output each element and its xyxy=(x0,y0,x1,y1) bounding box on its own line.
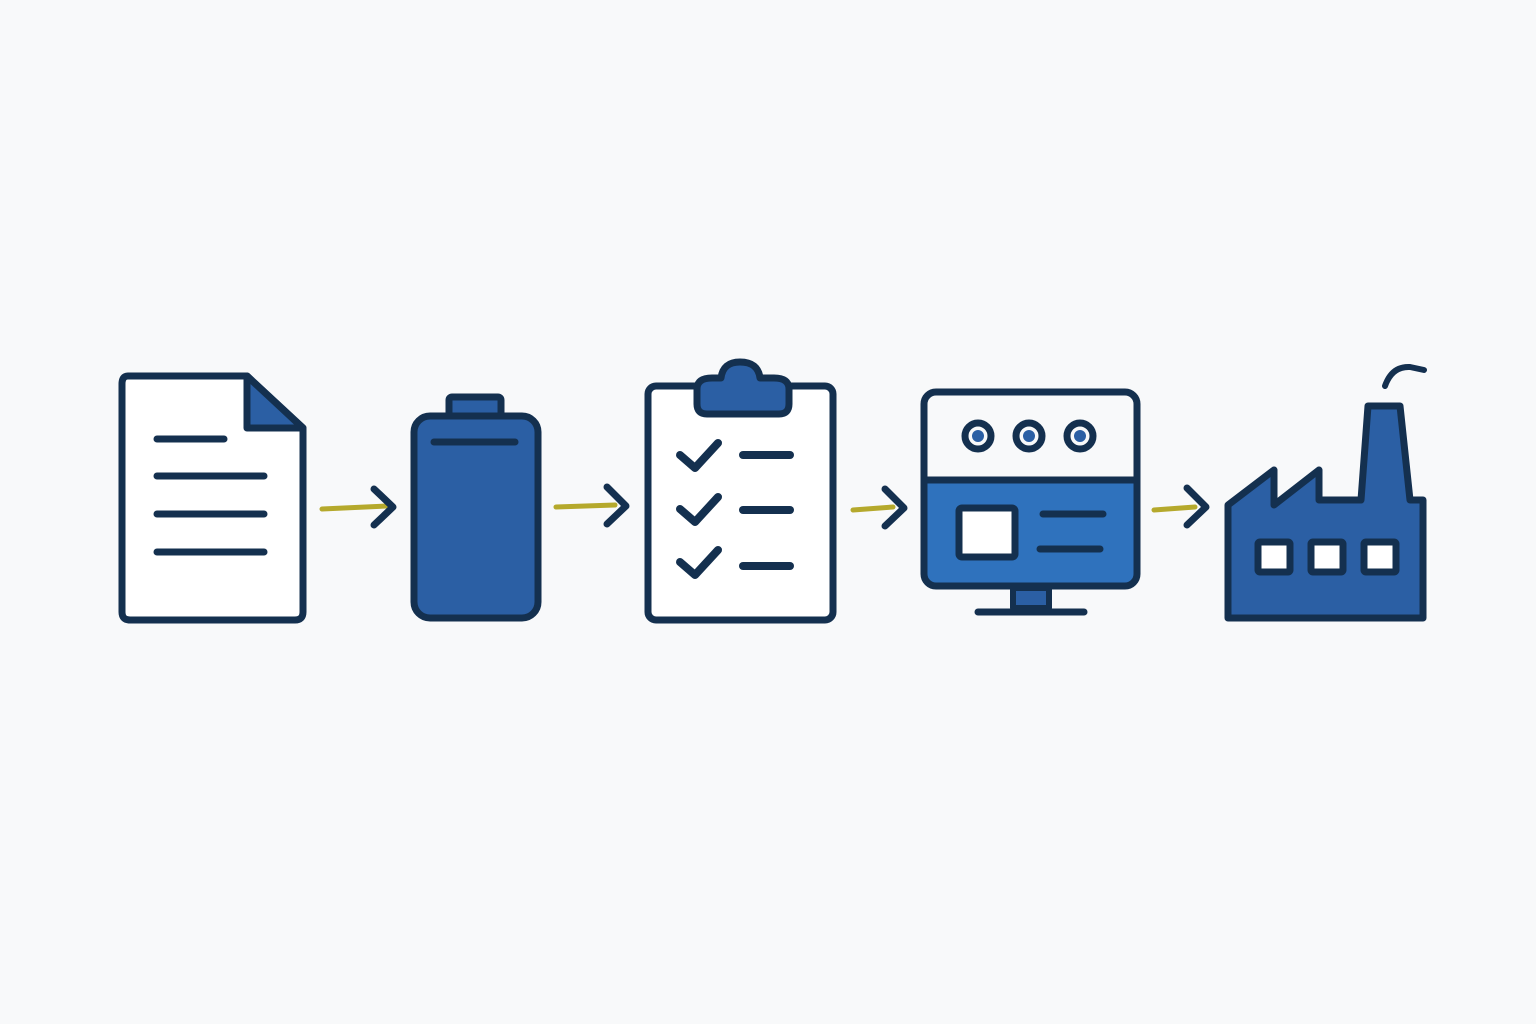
factory-icon xyxy=(1224,363,1427,622)
connector-arrow xyxy=(850,485,908,530)
connector-arrow xyxy=(319,485,397,529)
clipboard-checklist-icon xyxy=(644,358,837,624)
battery-icon xyxy=(410,393,542,622)
connector-arrow xyxy=(1151,484,1210,529)
document-icon xyxy=(118,372,307,624)
connector-arrow xyxy=(553,483,630,528)
computer-monitor-icon xyxy=(920,388,1141,616)
